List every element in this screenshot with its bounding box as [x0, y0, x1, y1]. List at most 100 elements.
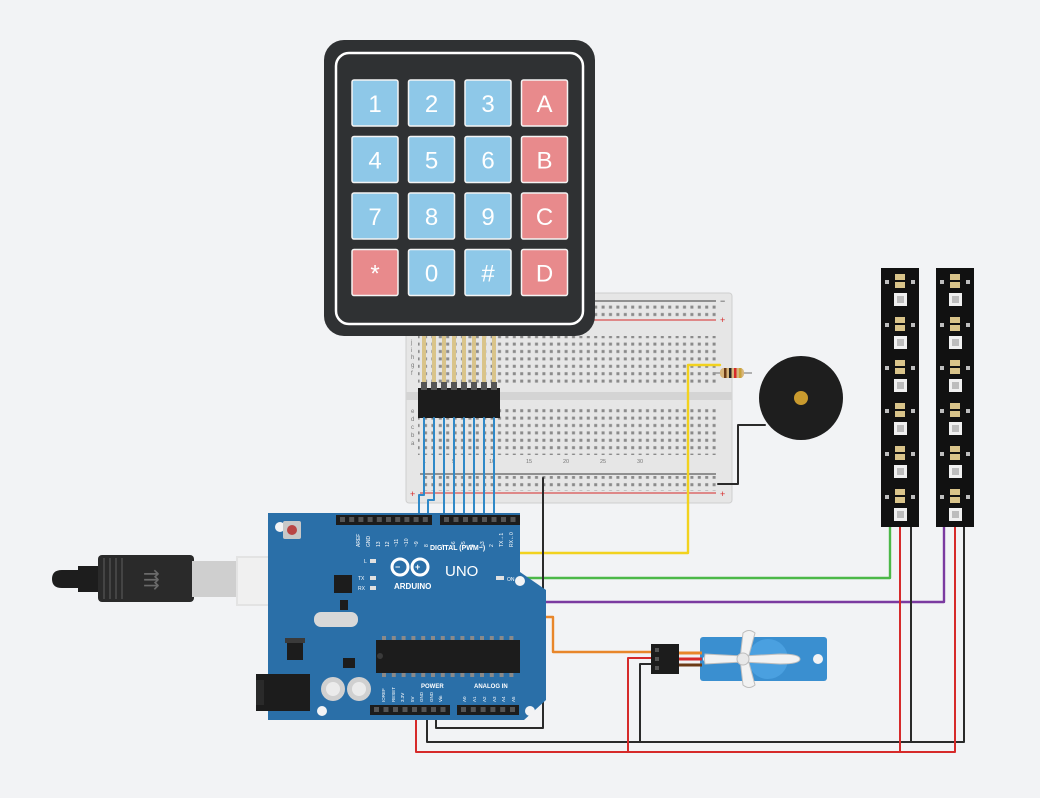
keypad-key-6[interactable]: 6	[464, 135, 512, 184]
keypad-key-2[interactable]: 2	[407, 79, 456, 127]
keypad-header-connector	[418, 382, 500, 418]
key-label: 9	[481, 204, 494, 231]
header-hole	[510, 707, 515, 712]
chip-pin	[509, 636, 514, 640]
keypad-ribbon	[422, 335, 496, 390]
key-face	[464, 192, 512, 240]
keypad-key-A[interactable]: A	[520, 79, 569, 127]
header-hole	[453, 517, 459, 522]
keypad-key-8[interactable]: 8	[407, 192, 456, 240]
led-strip-2[interactable]	[936, 268, 974, 527]
wire-black-buzzer[interactable]	[717, 424, 766, 485]
on-label: ON	[507, 577, 515, 583]
analog-pin-label: A4	[501, 696, 506, 702]
keypad-key-3[interactable]: 3	[464, 79, 512, 127]
key-label: A	[536, 91, 552, 118]
key-face	[464, 79, 512, 127]
key-label: 5	[425, 148, 438, 175]
servo-horn[interactable]	[704, 630, 801, 688]
chip-pin	[421, 673, 426, 677]
led-strip-1[interactable]	[881, 268, 919, 527]
chip-pin	[470, 636, 475, 640]
header-hole	[412, 707, 417, 712]
header-hole	[374, 707, 379, 712]
top-pin-label: 4	[470, 544, 476, 547]
key-face	[407, 79, 456, 127]
led-die	[897, 339, 904, 346]
wire-red-5v-bus[interactable]	[415, 526, 956, 753]
led-die	[897, 382, 904, 389]
keypad-key-7[interactable]: 7	[351, 192, 399, 240]
key-face	[407, 135, 456, 184]
led-die	[952, 339, 959, 346]
key-face	[351, 79, 399, 127]
wire-black-gnd-bus[interactable]	[426, 526, 965, 743]
keypad-key-#[interactable]: #	[464, 248, 512, 297]
keypad-key-D[interactable]: D	[520, 248, 569, 297]
header-hole	[421, 707, 427, 712]
led-die	[952, 511, 959, 518]
digital-label: DIGITAL (PWM~)	[430, 545, 485, 552]
power-pin-label: GND	[419, 691, 424, 702]
chip-pin	[450, 673, 455, 677]
chip-pin	[480, 673, 484, 677]
row-letter: a	[411, 441, 415, 447]
power-pin-label: 3.3V	[400, 693, 405, 702]
keypad-key-1[interactable]: 1	[351, 79, 399, 127]
header-hole	[444, 517, 449, 522]
header-hole	[413, 517, 419, 522]
strip-pad	[950, 325, 960, 331]
analog-pin-label: A5	[511, 696, 516, 702]
wire-red-servo[interactable]	[627, 657, 653, 753]
power-label: POWER	[421, 684, 444, 690]
strip-pad	[950, 403, 960, 409]
arduino-brand: ARDUINO	[394, 582, 431, 591]
row-letter: d	[411, 417, 414, 423]
led-die	[952, 425, 959, 432]
column-number: 30	[637, 459, 643, 465]
keypad-key-4[interactable]: 4	[351, 135, 399, 184]
logo-plus: +	[415, 562, 420, 572]
top-pin-label: 8	[424, 544, 430, 547]
keypad-key-C[interactable]: C	[520, 192, 569, 240]
strip-pad	[950, 446, 960, 452]
arduino-logo-icon	[390, 557, 430, 577]
chip-pin	[411, 673, 416, 677]
strip-pad	[950, 454, 960, 460]
strip-mark	[911, 452, 915, 456]
keypad-key-*[interactable]: *	[351, 248, 399, 297]
power-pin-label: IOREF	[381, 688, 386, 702]
strip-pad	[895, 368, 905, 374]
top-pin-label: TX→1	[499, 533, 505, 547]
header-hole	[440, 707, 446, 712]
dc-power-jack[interactable]	[256, 674, 310, 711]
header-hole	[422, 517, 428, 522]
strip-pad	[895, 489, 905, 495]
micro-servo[interactable]	[651, 630, 827, 688]
strip-pad	[950, 282, 960, 288]
usb-cable[interactable]: ⇶	[52, 555, 278, 606]
strip-mark	[966, 452, 970, 456]
led-die	[952, 382, 959, 389]
chip-pin	[489, 673, 494, 677]
header-hole	[500, 707, 506, 712]
keypad-key-0[interactable]: 0	[407, 248, 456, 297]
keypad-key-B[interactable]: B	[520, 135, 569, 184]
strip-mark	[885, 409, 889, 413]
strip-mark	[911, 495, 915, 499]
strip-mark	[885, 366, 889, 370]
column-number: 20	[563, 459, 569, 465]
key-face	[351, 192, 399, 240]
wire-black-servo-gnd[interactable]	[639, 663, 653, 743]
key-label: 0	[425, 261, 438, 288]
top-pin-label: 13	[376, 541, 382, 547]
resistor[interactable]	[713, 368, 752, 378]
keypad-key-5[interactable]: 5	[407, 135, 456, 184]
piezo-buzzer[interactable]	[759, 356, 843, 440]
strip-mark	[940, 452, 944, 456]
keypad-key-9[interactable]: 9	[464, 192, 512, 240]
header-hole	[393, 707, 398, 712]
keypad-wires[interactable]	[418, 417, 495, 523]
